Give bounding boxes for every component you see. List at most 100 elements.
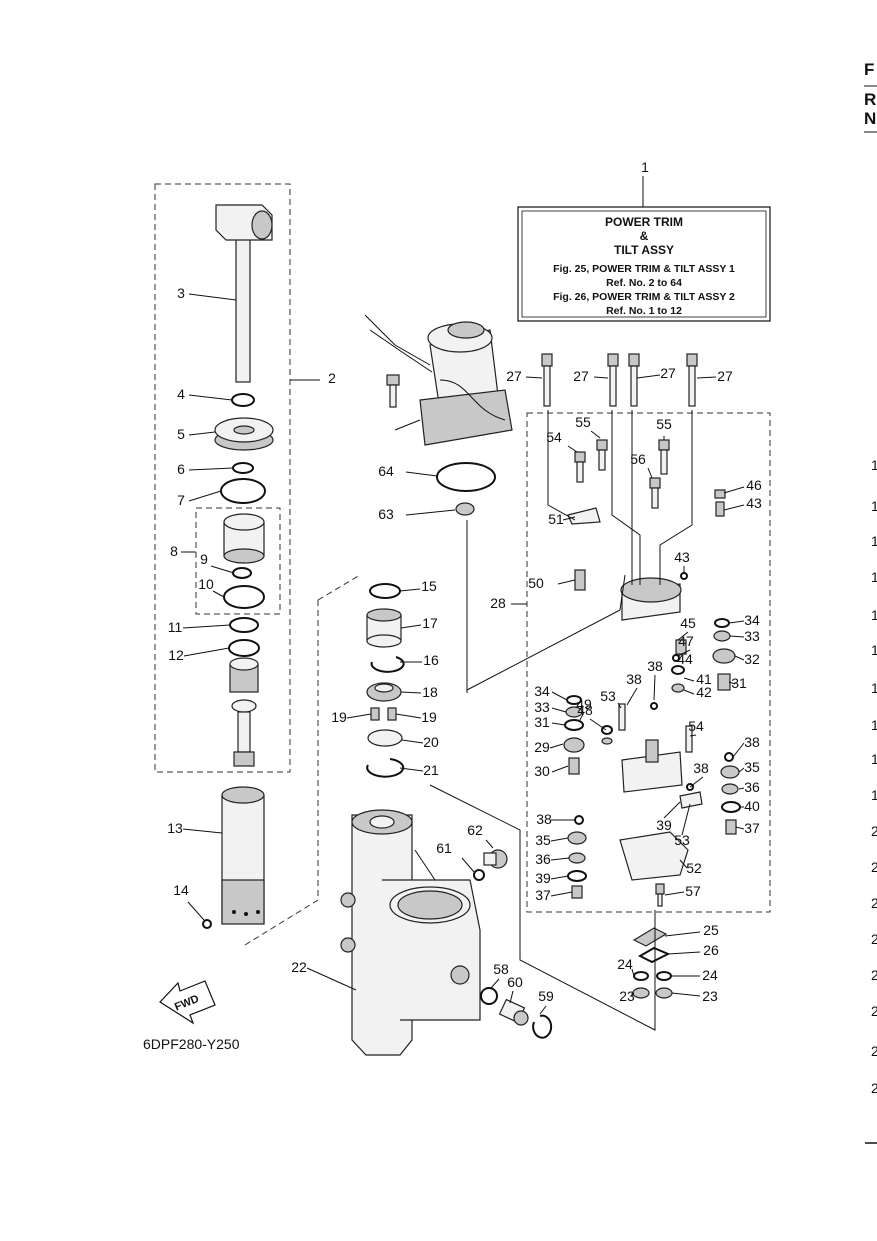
callout-38: 38 (647, 658, 663, 674)
callout-28: 28 (490, 595, 506, 611)
part-19-spring-b (387, 707, 397, 721)
callout-31: 31 (534, 714, 550, 730)
callout-50: 50 (528, 575, 544, 591)
callout-59: 59 (538, 988, 554, 1004)
leader-line-39 (550, 875, 569, 880)
callout-63: 63 (378, 506, 394, 522)
callout-23: 23 (619, 988, 635, 1004)
group-line-13-22 (244, 574, 361, 946)
part-58-circlip (532, 1014, 553, 1039)
leader-line-34 (728, 620, 745, 624)
leader-line-47 (677, 649, 691, 657)
callout-4: 4 (177, 386, 185, 402)
part-63-oring (436, 462, 496, 492)
callout-19: 19 (421, 709, 437, 725)
leader-line-29 (549, 743, 564, 749)
callout-43: 43 (746, 495, 762, 511)
callout-41: 41 (696, 671, 712, 687)
info-title-3: TILT ASSY (614, 243, 674, 257)
callout-9: 9 (200, 551, 208, 567)
callout-34: 34 (744, 612, 760, 628)
callout-36: 36 (744, 779, 760, 795)
callout-16: 16 (423, 652, 439, 668)
callout-62: 62 (467, 822, 483, 838)
callout-20: 20 (423, 734, 439, 750)
part-22-tilt-cylinder-body (340, 809, 481, 1056)
part-20-washer (367, 729, 403, 747)
part-60-oring (473, 869, 485, 881)
edge-digit: 1 (871, 457, 877, 473)
leader-line-60 (509, 990, 514, 1004)
part-8-piston (223, 513, 265, 564)
edge-digit: 2 (871, 1003, 877, 1019)
callout-15: 15 (421, 578, 437, 594)
leader-line-27 (593, 376, 609, 379)
leader-line-33 (729, 635, 745, 638)
leader-line-45 (677, 631, 689, 641)
edge-digit: 2 (871, 931, 877, 947)
callout-8: 8 (170, 543, 178, 559)
leader-line-26 (667, 951, 701, 955)
edge-digit: 2 (871, 967, 877, 983)
leader-line-22 (306, 967, 357, 991)
callout-36: 36 (535, 851, 551, 867)
callout-32: 32 (744, 651, 760, 667)
part-6-oring (220, 478, 266, 504)
edge-digit: 1 (871, 717, 877, 733)
callout-25: 25 (703, 922, 719, 938)
callout-6: 6 (177, 461, 185, 477)
part-11-oring (229, 617, 259, 633)
leader-line-19 (346, 713, 372, 719)
leader-line-27 (525, 376, 543, 379)
leader-line-25 (664, 931, 701, 937)
leader-line-55 (590, 430, 601, 439)
leader-line-43 (723, 504, 745, 511)
leader-line-18 (400, 691, 422, 694)
part-24-oring-right (656, 971, 672, 981)
callout-12: 12 (168, 647, 184, 663)
edge-digit: 1 (871, 680, 877, 696)
leader-line-33 (551, 707, 567, 713)
callout-22: 22 (291, 959, 307, 975)
callout-49: 49 (576, 696, 592, 712)
callout-46: 46 (746, 477, 762, 493)
callout-13: 13 (167, 820, 183, 836)
callout-31: 31 (731, 675, 747, 691)
part-16-snap-ring (370, 656, 405, 673)
callout-29: 29 (534, 739, 550, 755)
callout-7: 7 (177, 492, 185, 508)
callout-35: 35 (535, 832, 551, 848)
leader-line-35 (738, 767, 745, 773)
leader-line-41 (683, 677, 695, 682)
leader-line-54 (689, 734, 697, 737)
callout-24: 24 (702, 967, 718, 983)
callout-38: 38 (536, 811, 552, 827)
info-fig-1: Fig. 25, POWER TRIM & TILT ASSY 1 (553, 263, 735, 275)
callout-38: 38 (626, 671, 642, 687)
leader-line-51 (562, 516, 576, 521)
callout-40: 40 (744, 798, 760, 814)
leader-line-24 (631, 968, 635, 977)
edge-header-f: F (864, 60, 874, 79)
part-13-cylinder (221, 786, 265, 925)
callout-27: 27 (506, 368, 522, 384)
leader-line-37 (735, 826, 745, 830)
part-14-ball (202, 919, 212, 929)
leader-line-53 (681, 803, 691, 836)
callout-38: 38 (693, 760, 709, 776)
callout-3: 3 (177, 285, 185, 301)
edge-digit: 1 (871, 787, 877, 803)
part-17-piston (366, 608, 402, 648)
callout-23: 23 (702, 988, 718, 1004)
info-fig-2: Fig. 26, POWER TRIM & TILT ASSY 2 (553, 291, 735, 303)
leader-line-17 (400, 624, 422, 629)
edge-digit: 2 (871, 1043, 877, 1059)
info-box: POWER TRIM & TILT ASSY Fig. 25, POWER TR… (517, 206, 771, 322)
part-62-filter (455, 502, 475, 516)
edge-header-r: R (864, 90, 876, 109)
leader-line-52 (679, 859, 688, 869)
part-57-oring (480, 987, 498, 1005)
callout-10: 10 (198, 576, 214, 592)
leader-line-63 (405, 509, 456, 516)
part-64-bolt (386, 374, 400, 408)
